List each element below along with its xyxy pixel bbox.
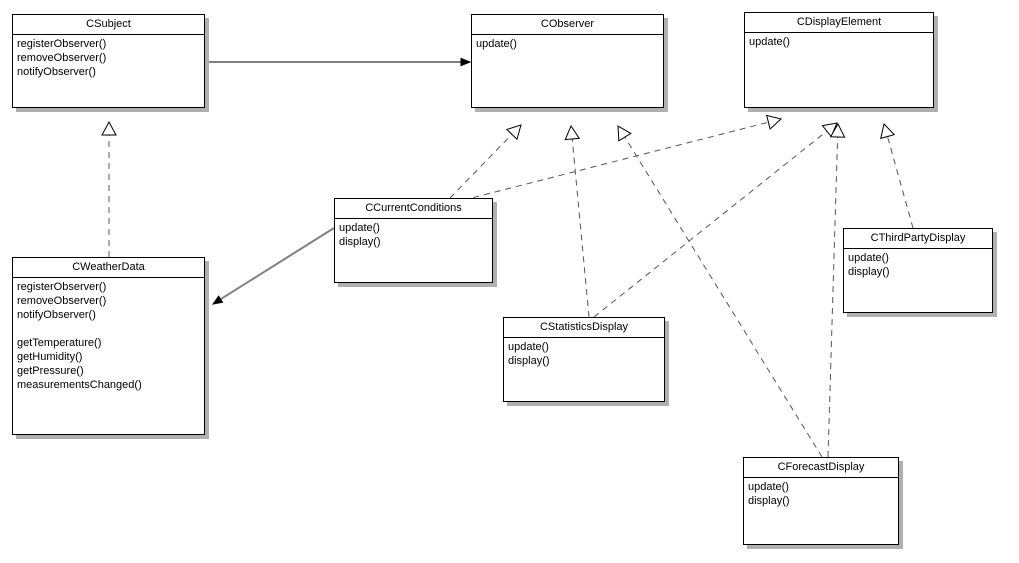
operation-item: update() [339, 222, 380, 234]
class-name: CWeatherData [13, 258, 204, 278]
edge-line [220, 227, 335, 301]
hollow-triangle-arrowhead-icon [829, 122, 846, 138]
hollow-triangle-arrowhead-icon [617, 125, 632, 142]
hollow-triangle-arrowhead-icon [765, 114, 783, 130]
edge-line [571, 138, 590, 318]
edge-ccurrentconditions-to-cobserver [449, 124, 522, 199]
operation-item: removeObserver() [17, 295, 107, 307]
operation-item: display() [508, 355, 550, 367]
class-name: CStatisticsDisplay [504, 318, 664, 338]
hollow-triangle-arrowhead-icon [505, 124, 522, 141]
edge-line [827, 136, 839, 458]
operation-item: getPressure() [17, 365, 84, 377]
class-operations: update() display() [744, 478, 898, 510]
filled-arrowhead-icon [460, 57, 472, 67]
edge-csubject-to-cobserver [207, 57, 472, 67]
operation-item: registerObserver() [17, 281, 107, 293]
class-operations: update() display() [335, 219, 492, 251]
class-operations: registerObserver() removeObserver() notify… [13, 278, 204, 394]
class-box-csubject[interactable]: CSubject registerObserver() removeObserver… [12, 14, 205, 108]
operation-item: update() [508, 341, 549, 353]
filled-arrowhead-icon [211, 295, 224, 305]
class-box-cweatherdata[interactable]: CWeatherData registerObserver() removeObse… [12, 257, 205, 435]
edge-cstatisticsdisplay-to-cobserver [564, 124, 590, 318]
operation-item: display() [848, 266, 890, 278]
operation-item: registerObserver() [17, 38, 107, 50]
operation-item: update() [848, 252, 889, 264]
hollow-triangle-arrowhead-icon [564, 124, 581, 141]
class-box-cobserver[interactable]: CObserver update() [471, 14, 664, 108]
operation-item: display() [339, 236, 381, 248]
operation-item: update() [748, 481, 789, 493]
edge-line [624, 136, 823, 458]
hollow-triangle-arrowhead-icon [101, 120, 117, 136]
class-name: CObserver [472, 15, 663, 35]
class-operations: update() display() [504, 338, 664, 370]
operation-spacer [17, 322, 201, 336]
class-box-cforecastdisplay[interactable]: CForecastDisplay update() display() [743, 457, 899, 545]
class-box-ccurrentconditions[interactable]: CCurrentConditions update() display() [334, 198, 493, 283]
edge-ccurrentconditions-to-cdisplayelement [451, 114, 783, 204]
class-operations: update() [745, 33, 933, 51]
operation-item: removeObserver() [17, 52, 107, 64]
edge-cstatisticsdisplay-to-cdisplayelement [593, 122, 838, 318]
edge-line [449, 133, 513, 199]
class-name: CCurrentConditions [335, 199, 492, 219]
class-box-cstatisticsdisplay[interactable]: CStatisticsDisplay update() display() [503, 317, 665, 402]
edge-line [451, 121, 769, 204]
class-name: CForecastDisplay [744, 458, 898, 478]
operation-item: notifyObserver() [17, 309, 96, 321]
operation-item: notifyObserver() [17, 66, 96, 78]
class-name: CDisplayElement [745, 13, 933, 33]
edge-cforecastdisplay-to-cobserver [617, 125, 823, 458]
hollow-triangle-arrowhead-icon [821, 122, 838, 138]
edge-ccurrentconditions-to-cweatherdata [211, 227, 335, 305]
operation-item: update() [476, 38, 517, 50]
edge-cthirdpartydisplay-to-cdisplayelement [880, 122, 914, 229]
operation-item: getHumidity() [17, 351, 83, 363]
edge-cweatherdata-to-csubject [101, 120, 117, 257]
class-name: CSubject [13, 15, 204, 35]
class-operations: update() [472, 35, 663, 53]
operation-item: display() [748, 495, 790, 507]
class-box-cthirdpartydisplay[interactable]: CThirdPartyDisplay update() display() [843, 228, 993, 313]
class-operations: update() display() [844, 249, 992, 281]
hollow-triangle-arrowhead-icon [880, 122, 896, 140]
class-name: CThirdPartyDisplay [844, 229, 992, 249]
class-operations: registerObserver() removeObserver() notify… [13, 35, 204, 81]
class-box-cdisplayelement[interactable]: CDisplayElement update() [744, 12, 934, 108]
edge-line [593, 130, 828, 318]
operation-item: measurementsChanged() [17, 379, 142, 391]
operation-item: update() [749, 36, 790, 48]
operation-item: getTemperature() [17, 337, 102, 349]
edge-line [887, 136, 914, 229]
